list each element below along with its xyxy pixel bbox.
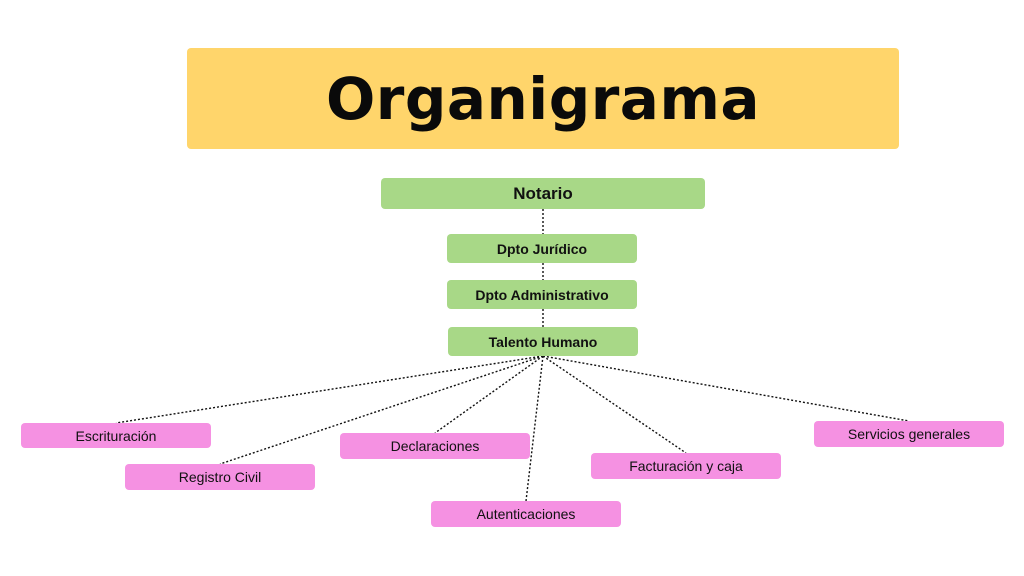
node-autenticaciones: Autenticaciones bbox=[431, 501, 621, 527]
node-servicios-generales: Servicios generales bbox=[814, 421, 1004, 447]
node-registro-civil: Registro Civil bbox=[125, 464, 315, 490]
connector-talento-facturacion bbox=[542, 355, 687, 454]
node-declaraciones: Declaraciones bbox=[340, 433, 530, 459]
node-talento-humano: Talento Humano bbox=[448, 327, 638, 356]
node-facturacion-y-caja: Facturación y caja bbox=[591, 453, 781, 479]
connector-talento-servicios bbox=[542, 355, 910, 422]
connector-talento-autenticaciones bbox=[525, 355, 544, 502]
node-dpto-administrativo: Dpto Administrativo bbox=[447, 280, 637, 309]
node-escrituracion: Escrituración bbox=[21, 423, 211, 448]
node-notario: Notario bbox=[381, 178, 705, 209]
connector-talento-registro bbox=[219, 355, 544, 465]
page-title: Organigrama bbox=[325, 64, 761, 133]
connector-talento-escrituracion bbox=[115, 355, 544, 424]
connector-talento-declaraciones bbox=[434, 355, 544, 434]
node-dpto-juridico: Dpto Jurídico bbox=[447, 234, 637, 263]
title-banner: Organigrama bbox=[187, 48, 899, 149]
